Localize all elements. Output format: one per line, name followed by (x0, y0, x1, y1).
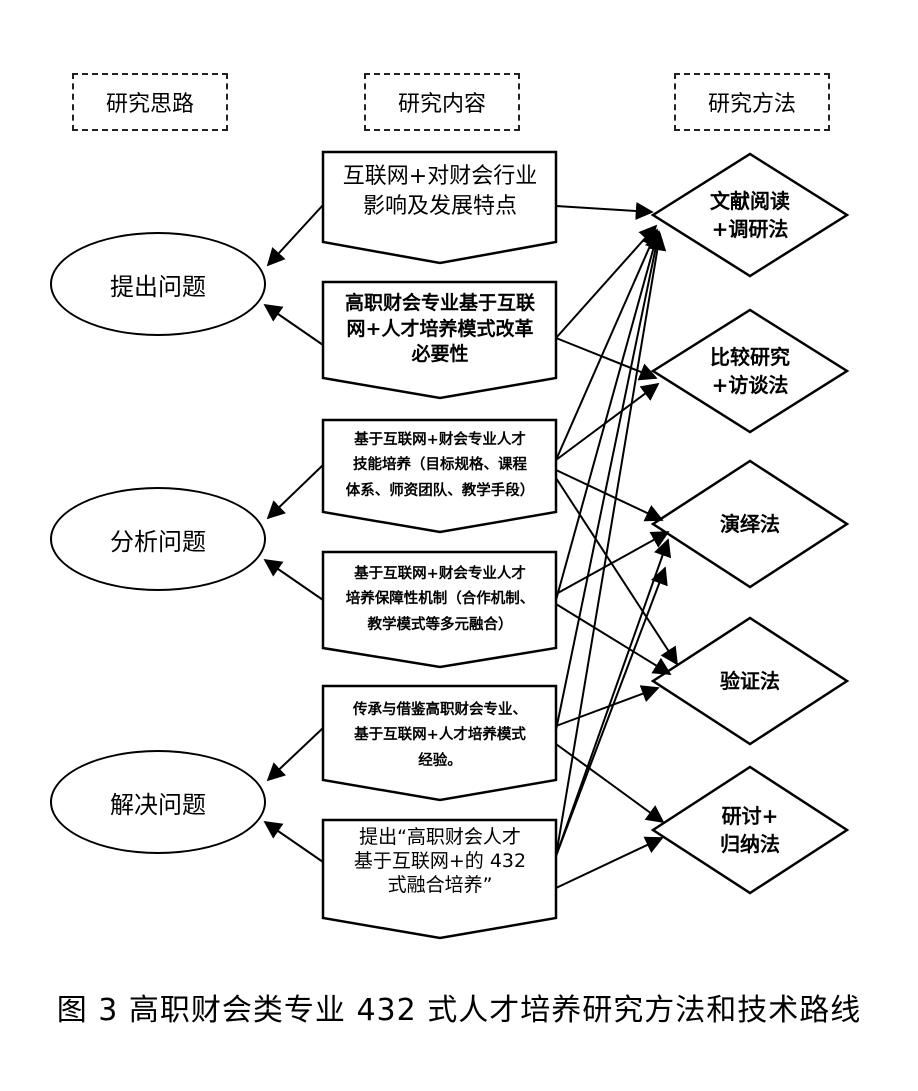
content-box-4 (321, 550, 558, 669)
arrow-c6-to-p3 (263, 820, 324, 863)
arrow-c3-to-m1 (555, 228, 659, 461)
arrow-c3-to-m3 (555, 469, 664, 522)
content-box-1 (321, 150, 558, 265)
content-box-3 (321, 418, 558, 534)
arrow-c3-to-m2 (555, 382, 660, 461)
problem-solve: 解决问题 (50, 750, 266, 854)
arrow-c1-to-m1 (555, 202, 654, 220)
content-text-1: 互联网+对财会行业 影响及发展特点 (330, 162, 550, 221)
content-2-line-2: 网+人才培养模式改革 (346, 317, 534, 340)
content-text-6: 提出“高职财会人才 基于互联网+的 432 式融合培养” (330, 826, 550, 897)
arrow-c5-to-m5 (555, 743, 665, 824)
method-text-2: 比较研究 +访谈法 (680, 331, 820, 411)
problem-propose: 提出问题 (50, 232, 266, 336)
method-1-line-2: +调研法 (711, 217, 789, 241)
content-5-line-3: 经验。 (418, 752, 462, 769)
method-diamond-3 (650, 459, 850, 589)
arrow-c3-to-p2 (266, 464, 324, 520)
header-research-thinking: 研究思路 (72, 73, 228, 131)
content-3-line-3: 体系、师资团队、教学手段） (345, 482, 535, 499)
content-text-4: 基于互联网+财会专业人才 培养保障性机制（合作机制、 教学模式等多元融合） (326, 562, 554, 638)
method-5-line-2: 归纳法 (720, 832, 780, 856)
arrow-c6-to-m3 (555, 538, 672, 857)
arrow-c3-to-m4 (555, 477, 678, 666)
content-6-line-2: 基于互联网+的 432 (353, 849, 527, 872)
method-3-line-1: 演绎法 (720, 512, 780, 536)
content-text-5: 传承与借鉴高职财会专业、 基于互联网+人才培养模式 经验。 (326, 698, 554, 774)
arrow-c6-to-m5 (555, 836, 664, 889)
problem-analyze: 分析问题 (50, 487, 266, 591)
content-5-line-2: 基于互联网+人才培养模式 (354, 727, 526, 744)
content-3-line-1: 基于互联网+财会专业人才 (354, 432, 526, 448)
content-3-line-2: 技能培养（目标规格、课程 (353, 457, 527, 474)
content-6-line-1: 提出“高职财会人才 (359, 826, 521, 848)
method-text-5: 研讨+ 归纳法 (680, 790, 820, 870)
arrow-c5-to-m1 (555, 230, 665, 731)
method-diamond-1 (650, 152, 850, 278)
content-6-line-3: 式融合培养” (387, 873, 493, 896)
content-1-line-2: 影响及发展特点 (362, 193, 517, 219)
content-1-line-1: 互联网+对财会行业 (342, 164, 538, 189)
arrow-c4-to-m4 (555, 603, 672, 675)
content-2-line-1: 高职财会专业基于互联 (344, 292, 535, 314)
content-4-line-2: 培养保障性机制（合作机制、 (345, 591, 535, 608)
content-text-3: 基于互联网+财会专业人才 技能培养（目标规格、课程 体系、师资团队、教学手段） (326, 428, 554, 504)
method-text-4: 验证法 (680, 641, 820, 721)
method-diamond-4 (650, 616, 850, 746)
arrow-c4-to-p2 (263, 558, 324, 601)
arrow-c2-to-p1 (263, 303, 324, 346)
arrow-c1-to-p1 (266, 204, 324, 267)
content-box-2 (321, 280, 558, 400)
header-research-methods: 研究方法 (674, 73, 830, 131)
method-diamond-2 (650, 308, 850, 434)
arrow-c5-to-p3 (266, 727, 324, 782)
content-5-line-1: 传承与借鉴高职财会专业、 (353, 702, 527, 718)
content-box-6 (321, 818, 558, 940)
content-box-5 (321, 684, 558, 802)
arrow-c4-to-m1 (555, 230, 663, 601)
arrow-c6-to-m1 (555, 232, 667, 857)
method-diamond-5 (650, 765, 850, 895)
arrow-c2-to-m1 (555, 224, 658, 339)
method-2-line-1: 比较研究 (710, 345, 790, 369)
arrow-c5-to-m4 (555, 685, 660, 727)
arrow-c6-to-m4 (555, 566, 668, 857)
method-text-1: 文献阅读 +调研法 (680, 175, 820, 255)
method-4-line-1: 验证法 (720, 669, 780, 693)
header-research-content: 研究内容 (364, 73, 520, 131)
method-5-line-1: 研讨+ (721, 804, 779, 828)
method-2-line-2: +访谈法 (711, 373, 789, 397)
content-4-line-1: 基于互联网+财会专业人才 (354, 566, 526, 582)
content-4-line-3: 教学模式等多元融合） (367, 616, 513, 633)
content-text-2: 高职财会专业基于互联 网+人才培养模式改革 必要性 (330, 291, 550, 368)
arrow-c4-to-m3 (555, 531, 670, 595)
method-text-3: 演绎法 (680, 484, 820, 564)
figure-caption: 图 3 高职财会类专业 432 式人才培养研究方法和技术路线 (56, 993, 862, 1028)
method-1-line-1: 文献阅读 (710, 189, 790, 213)
arrow-c2-to-m2 (555, 337, 658, 381)
content-2-line-3: 必要性 (411, 343, 469, 366)
